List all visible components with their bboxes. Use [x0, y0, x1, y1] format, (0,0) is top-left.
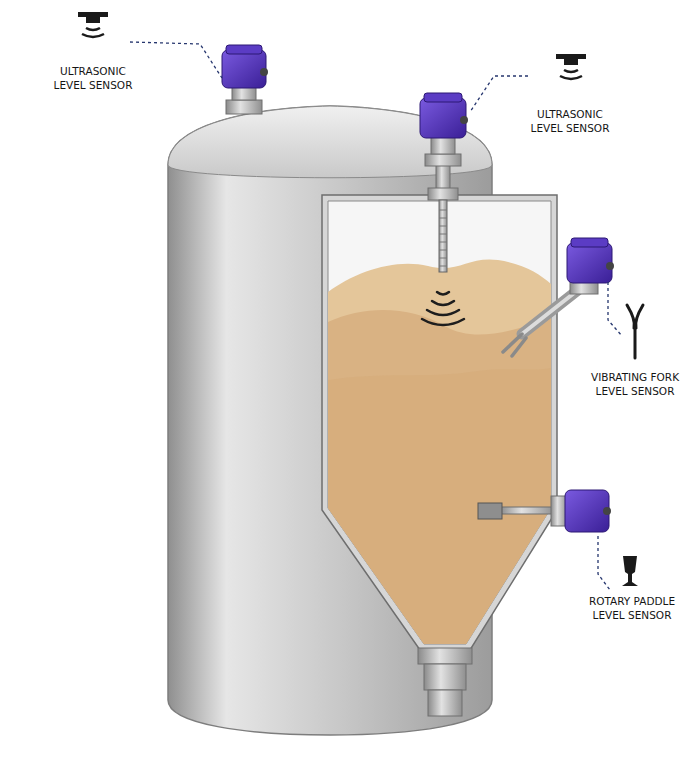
ultrasonic-icon	[556, 54, 586, 79]
sensor-label: VIBRATING FORK LEVEL SENSOR	[578, 370, 692, 398]
sensor-label: ROTARY PADDLE LEVEL SENSOR	[575, 594, 689, 622]
fork-icon	[627, 305, 643, 358]
sensor-label: ULTRASONIC LEVEL SENSOR	[522, 107, 618, 135]
paddle-icon	[622, 556, 638, 586]
outlet-pipe	[424, 664, 466, 690]
outlet-flange	[418, 648, 472, 664]
bulk-material	[328, 259, 551, 700]
vibrating-fork-sensor	[503, 238, 614, 356]
ultrasonic-sensor	[222, 45, 268, 114]
outlet-pipe	[428, 690, 462, 716]
ultrasonic-sensor	[420, 93, 468, 325]
ultrasonic-icon	[78, 12, 108, 37]
leader-line	[130, 42, 622, 590]
rotary-paddle-sensor	[478, 490, 611, 532]
sensor-label: ULTRASONIC LEVEL SENSOR	[45, 64, 141, 92]
